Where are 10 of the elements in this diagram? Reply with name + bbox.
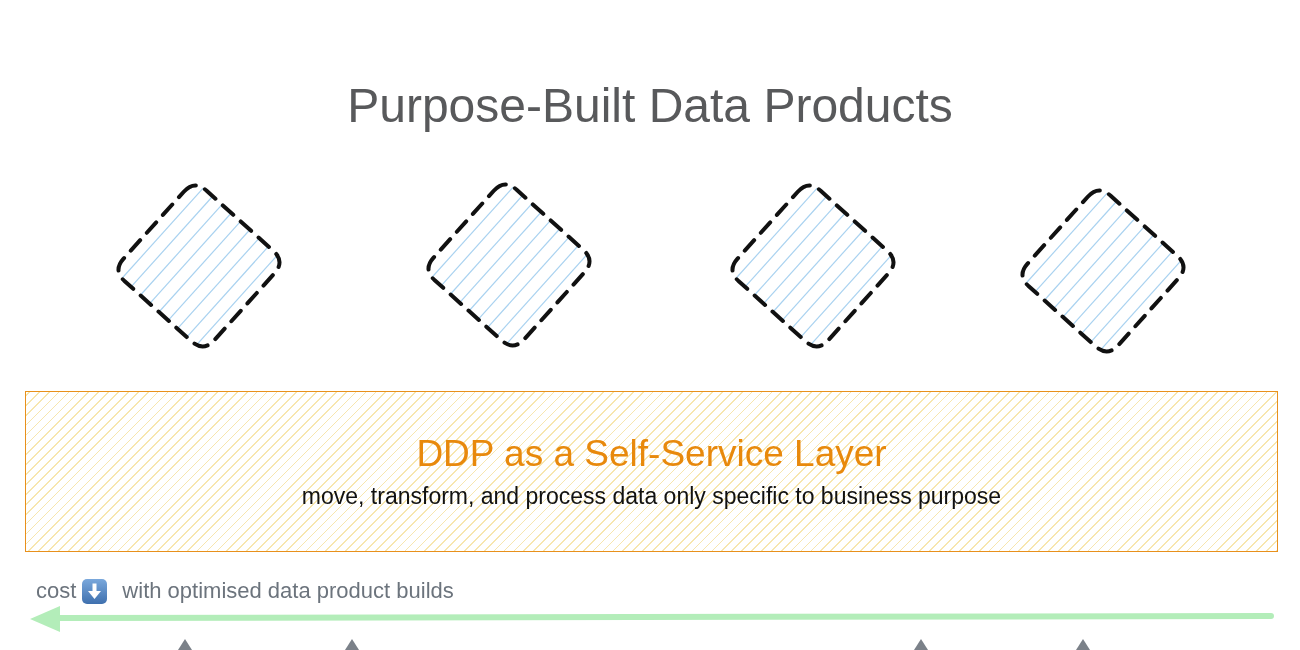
dashed-diamond [425,181,593,349]
layer-title: DDP as a Self-Service Layer [416,433,887,474]
layer-box [25,391,1278,552]
dashed-diamond [729,182,897,350]
cost-note: with optimised data product builds [122,577,454,605]
dashed-diamond [1019,187,1187,355]
diagram-title: Purpose-Built Data Products [347,78,953,134]
layer-description: move, transform, and process data only specific to business purpose [301,481,1002,510]
dashed-diamond [115,182,283,350]
cost-note: cost [36,577,77,605]
